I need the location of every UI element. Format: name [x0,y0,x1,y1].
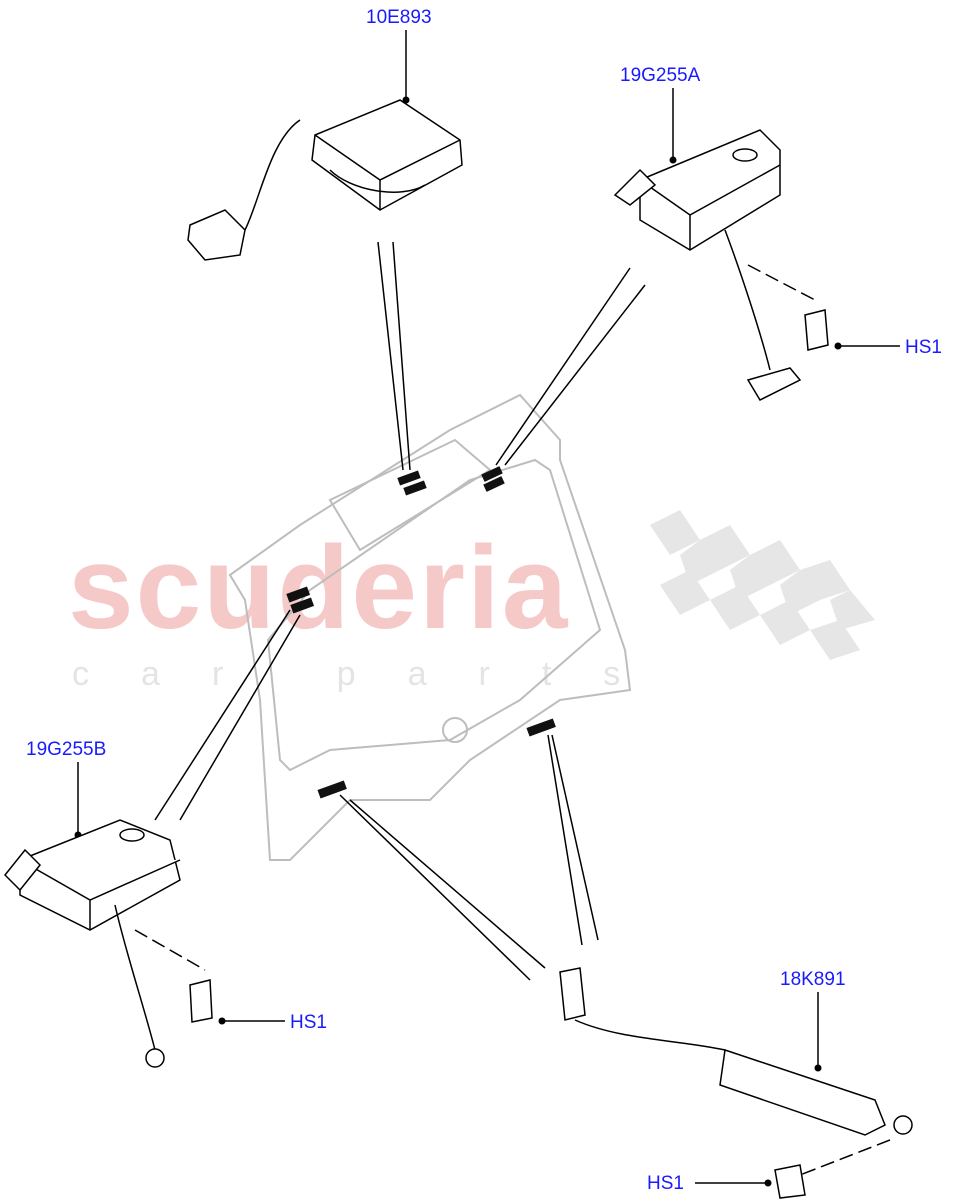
watermark-checker [650,510,875,660]
module-10E893 [187,99,463,261]
callout-10E893: 10E893 [366,7,432,28]
watermark-brand: scuderia [68,522,570,654]
watermark-sub: car parts [72,655,673,693]
callout-18K891: 18K891 [780,969,846,990]
leader-lines [77,30,900,1184]
callout-19G255A: 19G255A [620,65,701,86]
callout-19G255B: 19G255B [26,739,107,760]
callout-dots [74,96,842,1187]
callout-hs1-a: HS1 [905,337,942,358]
module-18K891 [559,967,913,1199]
adhesive-pads [286,466,556,799]
module-19G255A [613,129,829,401]
module-19G255B [3,819,213,1068]
callout-hs1-c: HS1 [647,1173,684,1194]
tailgate [228,393,632,861]
callout-hs1-b: HS1 [290,1012,327,1033]
